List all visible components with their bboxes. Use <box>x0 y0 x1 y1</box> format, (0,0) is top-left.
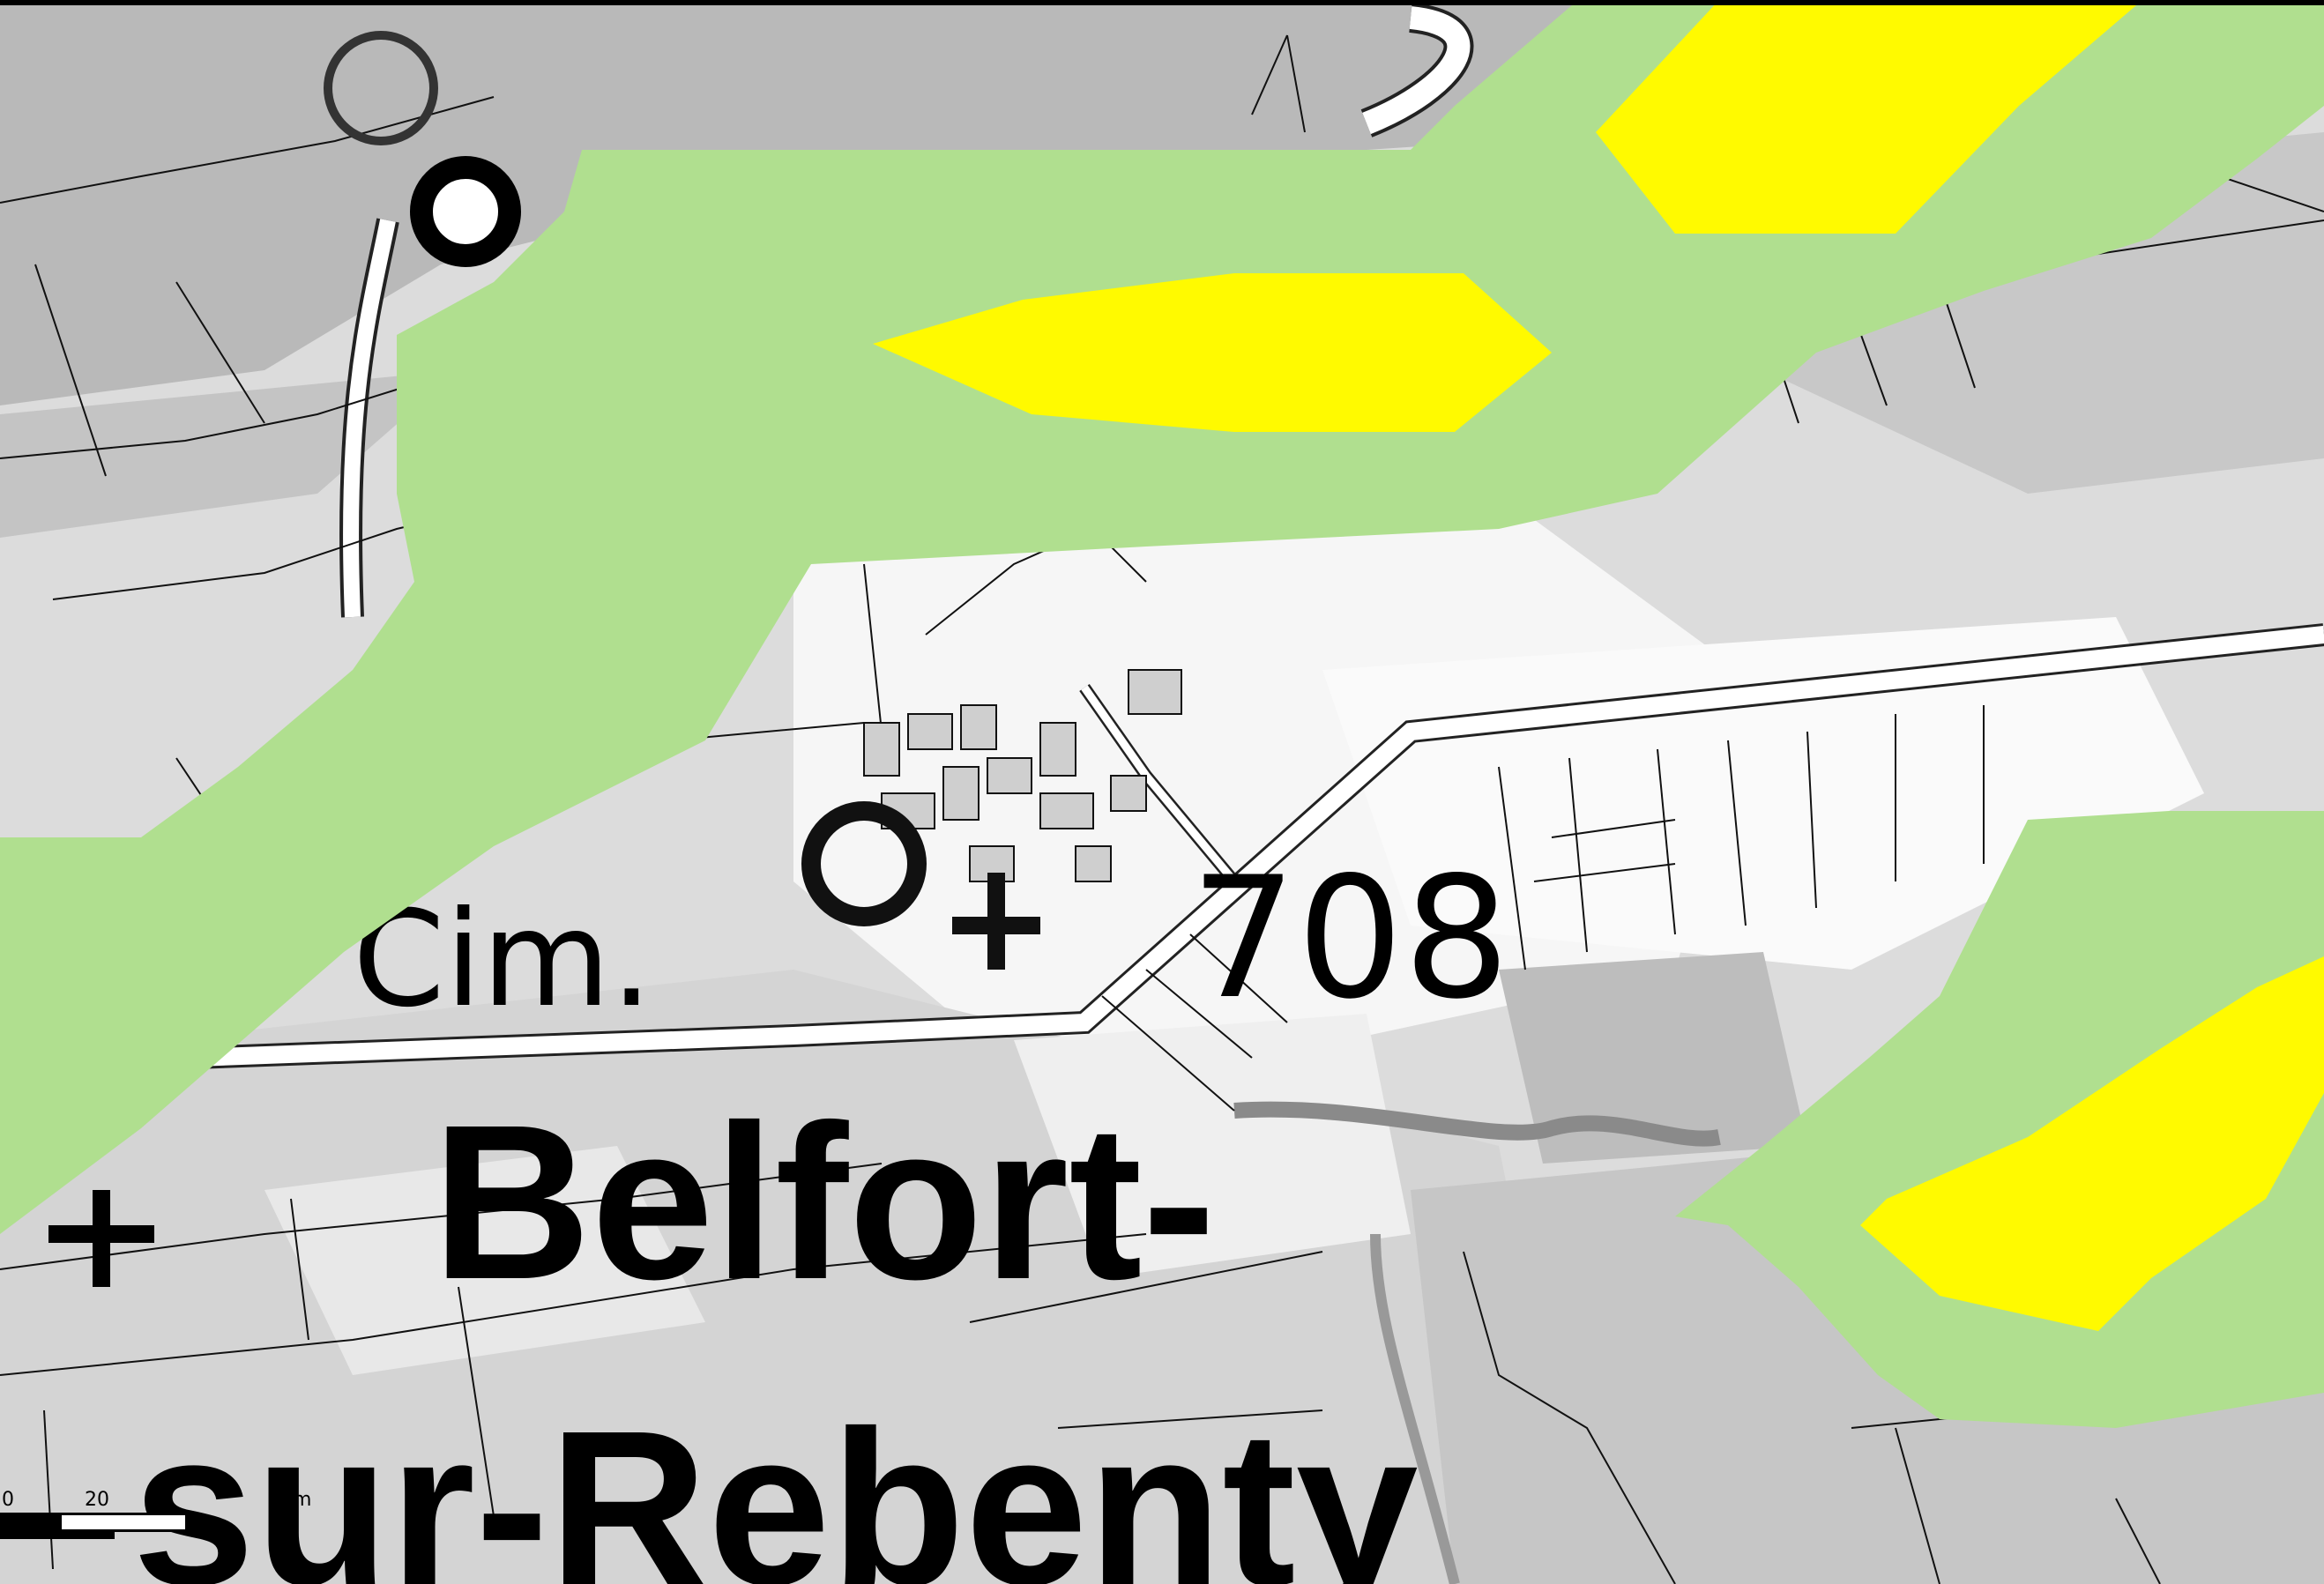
zone-green-north <box>0 0 2324 1234</box>
zone-green-layer <box>0 0 2324 1428</box>
zone-yellow-layer <box>873 0 2324 1331</box>
church-symbol <box>801 801 927 926</box>
scale-bar: 0 20 m <box>0 1489 311 1539</box>
cross-symbol-village <box>952 873 1040 970</box>
zone-yellow-north <box>1596 0 2142 234</box>
scale-tick-20: 20 <box>85 1489 109 1511</box>
scale-tick-0: 0 <box>2 1489 14 1511</box>
stream <box>1370 1233 1460 1584</box>
label-elevation: 708 <box>1190 841 1510 1036</box>
benchmark-symbol-filled <box>410 156 521 267</box>
zone-yellow-center <box>873 273 1552 432</box>
zone-yellow-southeast <box>1860 956 2324 1331</box>
label-town-line1: Belfort- <box>432 1079 1216 1325</box>
building-cluster <box>863 669 1182 882</box>
benchmark-symbol-open <box>324 31 438 145</box>
top-border <box>0 0 2324 5</box>
scale-unit: m <box>293 1489 311 1511</box>
zone-green-southeast <box>1675 811 2324 1428</box>
label-town-line2: sur-Rebenty <box>132 1385 1419 1584</box>
river <box>1233 1101 1721 1147</box>
cross-symbol <box>48 1190 154 1287</box>
roads <box>193 3 2324 1069</box>
